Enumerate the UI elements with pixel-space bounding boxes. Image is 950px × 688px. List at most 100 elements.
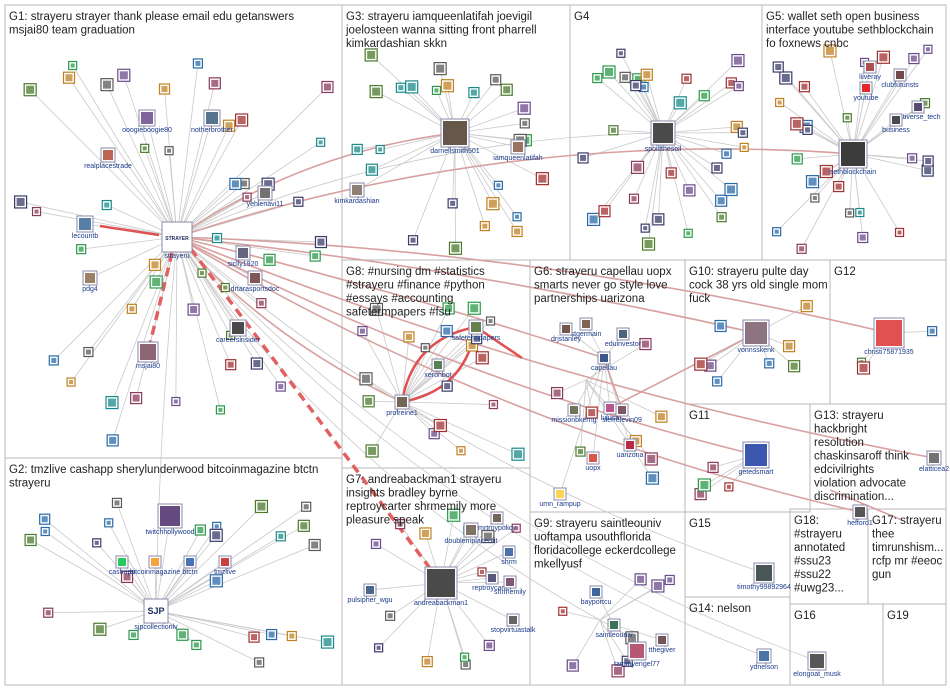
node-drjstanley[interactable]: drjstanley (551, 322, 581, 343)
node-uarizona[interactable]: uarizona (617, 438, 644, 459)
node-avatar (619, 330, 627, 338)
node-fill (634, 75, 643, 84)
node-umn_rampup[interactable]: umn_rampup (539, 487, 581, 508)
group-label-g4: G4 (574, 11, 590, 23)
edge (20, 201, 178, 238)
node-avatar (756, 565, 772, 581)
node-vonnsskenk[interactable]: vonnsskenk (738, 319, 775, 354)
node-fill (237, 116, 246, 125)
node-timothy99892964[interactable]: timothy99892964 (737, 562, 791, 591)
node-fill (289, 633, 295, 639)
node-label: stopvirtuastalk (491, 627, 536, 634)
node-fill (421, 529, 429, 537)
node-fill (214, 235, 220, 241)
node-fill (85, 349, 91, 355)
node-darnellsmith501[interactable]: darnellsmith501 (430, 118, 480, 155)
node-tthegiver[interactable]: tthegiver (649, 633, 677, 654)
node-tmzlive[interactable]: tmzlive (214, 555, 236, 576)
node-lecountb[interactable]: lecountb (72, 215, 99, 240)
edge-strayeru-msjai80 (146, 252, 174, 353)
edge (44, 518, 157, 612)
node-tammyengel77[interactable]: tammyengel77 (614, 641, 660, 668)
node-fill (387, 613, 393, 619)
node-missionbkerng[interactable]: missionbkerng (551, 403, 597, 424)
edge (176, 83, 216, 238)
node-iamqueenlatifah[interactable]: iamqueenlatifah (493, 139, 543, 162)
edge (123, 75, 178, 238)
node-hefford1[interactable]: hefford1 (847, 504, 873, 527)
node-pulsipher_wgu[interactable]: pulsipher_wgu (347, 583, 393, 604)
node-business[interactable]: business (882, 113, 910, 134)
node-fill (69, 380, 74, 385)
node-sethblockchain[interactable]: sethblockchain (830, 139, 876, 176)
node-uopx[interactable]: uopx (585, 451, 601, 472)
node-activerse_tech[interactable]: activerse_tech (895, 100, 941, 121)
group-label-g8: G8: #nursing dm #statistics#strayeru #fi… (346, 266, 485, 319)
node-drtarasportsdoc[interactable]: drtarasportsdoc (231, 270, 280, 293)
node-mrtroypolicy[interactable]: mrtroypolicy (478, 511, 516, 532)
node-stgermain[interactable]: stgermain (571, 317, 602, 338)
node-andreabackman1[interactable]: andreabackman1 (414, 566, 468, 607)
node-elongoat_musk[interactable]: elongoat_musk (793, 651, 841, 678)
node-reptroycarter[interactable]: reptroycarter (472, 571, 513, 592)
node-fill (317, 238, 325, 246)
node-cashapp[interactable]: cashapp (109, 555, 136, 576)
node-fill (909, 155, 915, 161)
node-profreine1[interactable]: profreine1 (386, 394, 418, 417)
group-label-line: smarts never go style love (534, 280, 668, 292)
node-bayportcu[interactable]: bayportcu (581, 585, 612, 606)
node-bitcoinmagazine[interactable]: bitcoinmagazine (130, 555, 181, 576)
node-fill (553, 389, 561, 397)
node-fill (777, 100, 782, 105)
group-label-line: G18: (794, 515, 819, 527)
node-avatar (186, 558, 194, 566)
node-pdg4[interactable]: pdg4 (82, 270, 98, 293)
edge (648, 132, 664, 245)
edge (155, 544, 315, 612)
group-label-line: G5: wallet seth open business (766, 11, 920, 23)
node-msjai80[interactable]: msjai80 (136, 341, 160, 370)
edge (573, 357, 605, 411)
node-elatticea2[interactable]: elatticea2 (919, 450, 949, 473)
node-fill (618, 51, 623, 56)
node-ooogieboogie80[interactable]: ooogieboogie80 (122, 109, 172, 134)
node-clubfuturists[interactable]: clubfuturists (881, 68, 919, 89)
node-youtube[interactable]: youtube (854, 81, 879, 102)
node-doublemplaceofit[interactable]: doublemplaceofit (445, 522, 498, 545)
node-fill (594, 75, 600, 81)
node-getedsmart[interactable]: getedsmart (738, 441, 774, 476)
node-fill (925, 158, 932, 165)
node-fill (643, 71, 651, 79)
node-fill (723, 151, 729, 157)
node-spoiltthesoil[interactable]: spoiltthesoil (645, 120, 682, 153)
node-slerrelevin09[interactable]: slerrelevin09 (602, 403, 642, 424)
node-shrmemily[interactable]: shrmemily (494, 575, 526, 596)
node-siclly1920[interactable]: siclly1920 (228, 245, 259, 268)
edge (146, 117, 178, 238)
node-avatar (745, 444, 767, 466)
node-ydnelson[interactable]: ydnelson (750, 648, 778, 671)
node-label: elatticea2 (919, 466, 949, 473)
node-yehlenavi11[interactable]: yehlenavi11 (247, 185, 284, 208)
node-realplacestrade[interactable]: realplacestrade (84, 147, 132, 170)
node-saintleouniv[interactable]: saintleouniv (596, 618, 633, 639)
edge-safetermpapers-xeron (475, 325, 523, 360)
node-fill (473, 335, 480, 342)
node-stopvirtuastalk[interactable]: stopvirtuastalk (491, 613, 536, 634)
node-twitchhollywood[interactable]: twitchhollywood (145, 503, 195, 536)
node-btctn[interactable]: btctn (182, 555, 198, 576)
node-safetermpapers[interactable]: safetermpapers (452, 319, 501, 342)
node-label: twitchhollywood (145, 529, 194, 536)
node-careersinsider[interactable]: careersinsider (216, 319, 261, 344)
node-lulusa[interactable]: lulusa (601, 401, 619, 422)
node-eduinvestor[interactable]: eduinvestor (605, 327, 642, 348)
node-shrm[interactable]: shrm (501, 545, 517, 566)
node-christi75871935[interactable]: christi75871935 (864, 317, 914, 356)
node-capellau[interactable]: capellau (591, 351, 617, 372)
node-notherbrother[interactable]: notherbrother (191, 109, 234, 134)
node-kimkardashian[interactable]: kimkardashian (334, 182, 380, 205)
node-xeronbot[interactable]: xeronbot (424, 358, 452, 379)
node-liiveray[interactable]: liiveray (859, 60, 881, 81)
